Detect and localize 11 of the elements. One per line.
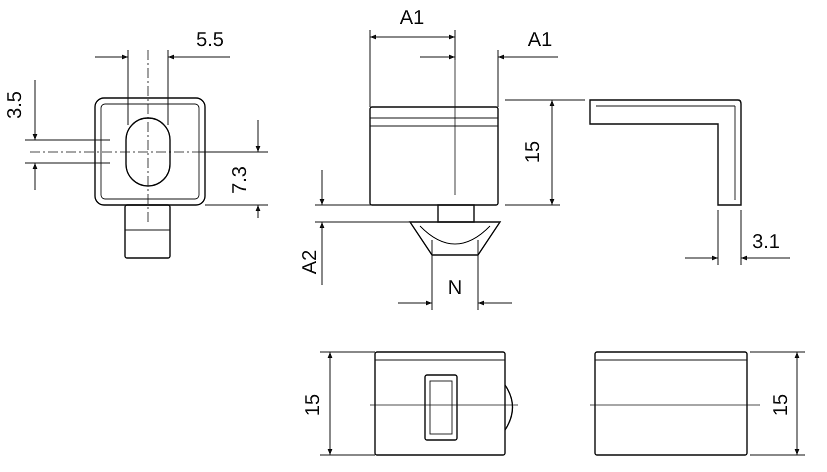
dimension-label: A1 (400, 8, 424, 28)
dimension-label: 15 (771, 394, 791, 416)
dimension-label: 7.3 (230, 166, 250, 194)
dimension-label: A1 (528, 30, 552, 50)
dimension-label: A2 (300, 250, 320, 274)
dimension-label: 3.5 (5, 91, 25, 119)
dimension-label: 15 (303, 394, 323, 416)
dimension-label: N (448, 278, 462, 298)
dimension-label: 5.5 (196, 30, 224, 50)
dimension-label: 15 (523, 140, 543, 164)
dimension-label: 3.1 (752, 232, 780, 252)
